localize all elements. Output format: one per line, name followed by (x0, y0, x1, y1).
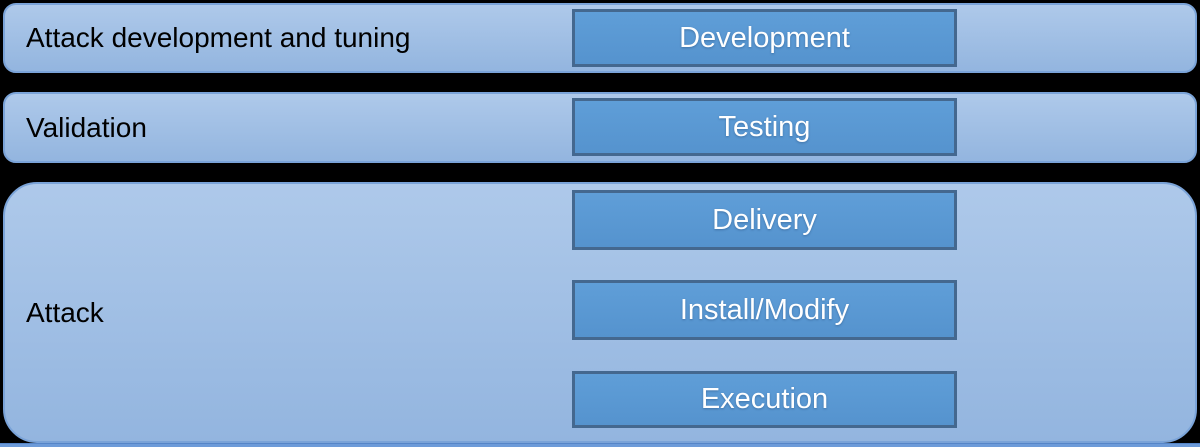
stage-box-delivery: Delivery (572, 190, 957, 250)
phase-label-attack-development: Attack development and tuning (26, 22, 411, 53)
stage-box-install-modify: Install/Modify (572, 280, 957, 340)
phase-row-attack: Attack Delivery Install/Modify Execution (3, 182, 1197, 443)
bottom-cropped-shape (0, 443, 1200, 447)
stage-box-execution: Execution (572, 371, 957, 428)
phase-label-attack: Attack (26, 296, 104, 328)
phase-row-development: Attack development and tuning Developmen… (3, 3, 1197, 73)
stage-box-testing: Testing (572, 98, 957, 156)
phase-label-validation: Validation (26, 111, 147, 143)
stage-box-development: Development (572, 9, 957, 67)
phase-row-validation: Validation Testing (3, 92, 1197, 163)
